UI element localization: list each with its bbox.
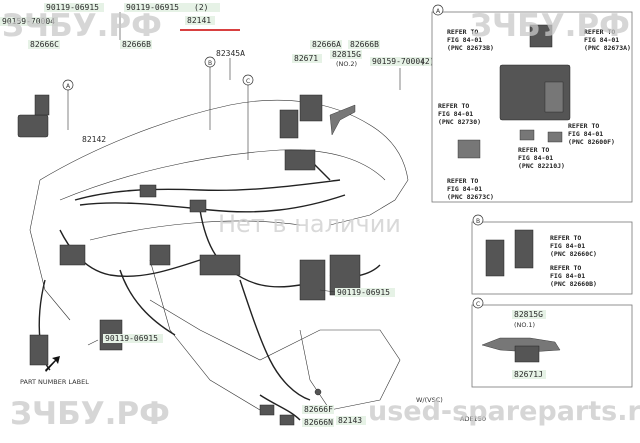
label-part-number-label: PART NUMBER LABEL bbox=[20, 378, 89, 386]
label-90119-low: 90119-06915 bbox=[105, 334, 158, 343]
svg-text:FIG 84-01: FIG 84-01 bbox=[518, 154, 553, 162]
svg-text:(PNC 82673A): (PNC 82673A) bbox=[584, 44, 631, 52]
circle-a: A bbox=[66, 83, 71, 90]
label-82345a: 82345A bbox=[216, 49, 245, 58]
label-90119-top-qty: (2) bbox=[194, 3, 208, 12]
label-82143: 82143 bbox=[338, 416, 362, 425]
label-82666c: 82666C bbox=[30, 40, 59, 49]
part-labels: 90119-06915 90119-06915 (2) 90159-70004 … bbox=[0, 3, 486, 427]
svg-text:A: A bbox=[436, 8, 441, 15]
watermark-center: Нет в наличии bbox=[218, 210, 401, 238]
note-wvsc: W/(VSC) bbox=[416, 396, 443, 404]
svg-text:B: B bbox=[476, 218, 480, 225]
svg-text:(PNC 82730): (PNC 82730) bbox=[438, 118, 481, 126]
svg-text:(PNC 82210J): (PNC 82210J) bbox=[518, 162, 565, 170]
insert-c-82815g: 82815G bbox=[514, 310, 543, 319]
svg-text:REFER TO: REFER TO bbox=[438, 102, 469, 110]
svg-text:(PNC 82660C): (PNC 82660C) bbox=[550, 250, 597, 258]
insert-b: B REFER TO FIG 84-01 (PNC 82660C) REFER … bbox=[471, 214, 633, 295]
label-no2: (NO.2) bbox=[336, 60, 357, 68]
svg-text:(PNC 82600F): (PNC 82600F) bbox=[568, 138, 615, 146]
svg-text:C: C bbox=[476, 301, 480, 308]
svg-text:(PNC 82673C): (PNC 82673C) bbox=[447, 193, 494, 201]
label-82666b: 82666B bbox=[350, 40, 379, 49]
label-82666n: 82666N bbox=[304, 418, 333, 427]
svg-text:REFER TO: REFER TO bbox=[550, 234, 581, 242]
svg-text:FIG 84-01: FIG 84-01 bbox=[568, 130, 603, 138]
svg-text:FIG 84-01: FIG 84-01 bbox=[447, 36, 482, 44]
label-90159-right: 90159-70004 bbox=[372, 57, 425, 66]
svg-text:FIG 84-01: FIG 84-01 bbox=[447, 185, 482, 193]
label-90159-left: 90159-70004 bbox=[2, 17, 55, 26]
dashboard-outline bbox=[29, 99, 409, 411]
label-90119-top: 90119-06915 bbox=[126, 3, 179, 12]
svg-text:(PNC 82673B): (PNC 82673B) bbox=[447, 44, 494, 52]
insert-c-82671j: 82671J bbox=[514, 370, 543, 379]
svg-text:(PNC 82660B): (PNC 82660B) bbox=[550, 280, 597, 288]
label-90119-mid: 90119-06915 bbox=[337, 288, 390, 297]
svg-text:REFER TO: REFER TO bbox=[568, 122, 599, 130]
label-82141: 82141 bbox=[187, 16, 211, 25]
note-ade150: ADE150 bbox=[460, 415, 486, 423]
label-90159-right-qty: (2) bbox=[420, 57, 434, 66]
svg-text:REFER TO: REFER TO bbox=[550, 264, 581, 272]
watermark-bottom-left: ЗЧБУ.РФ bbox=[10, 396, 170, 432]
svg-text:REFER TO: REFER TO bbox=[447, 177, 478, 185]
svg-text:REFER TO: REFER TO bbox=[584, 28, 615, 36]
svg-text:FIG 84-01: FIG 84-01 bbox=[438, 110, 473, 118]
circle-c: C bbox=[246, 78, 250, 85]
watermarks: ЗЧБУ.РФ ЗЧБУ.РФ ЗЧБУ.РФ used-spareparts.… bbox=[2, 8, 640, 432]
svg-text:FIG 84-01: FIG 84-01 bbox=[550, 272, 585, 280]
insert-c: C 82815G (NO.1) 82671J bbox=[471, 297, 633, 388]
watermark-top-right: ЗЧБУ.РФ bbox=[470, 8, 630, 44]
connectors bbox=[17, 94, 361, 426]
label-82666f: 82666F bbox=[304, 405, 333, 414]
watermark-top-left: ЗЧБУ.РФ bbox=[2, 8, 162, 44]
label-82142: 82142 bbox=[82, 135, 106, 144]
arrow-part-label bbox=[45, 356, 60, 372]
insert-a: A REFER TO FIG 84-01 (PNC 82673B) REFER … bbox=[431, 4, 633, 203]
svg-text:REFER TO: REFER TO bbox=[447, 28, 478, 36]
svg-text:(NO.1): (NO.1) bbox=[514, 321, 535, 329]
watermark-bottom-right: used-spareparts.ru bbox=[368, 396, 640, 427]
label-82815g: 82815G bbox=[332, 50, 361, 59]
svg-text:FIG 84-01: FIG 84-01 bbox=[584, 36, 619, 44]
callout-circles: A B C bbox=[62, 12, 401, 346]
circle-b: B bbox=[208, 60, 212, 67]
label-90119-top-left: 90119-06915 bbox=[46, 3, 99, 12]
svg-text:FIG 84-01: FIG 84-01 bbox=[550, 242, 585, 250]
svg-text:REFER TO: REFER TO bbox=[518, 146, 549, 154]
label-82671: 82671 bbox=[294, 54, 318, 63]
label-82666b-left: 82666B bbox=[122, 40, 151, 49]
label-82666a: 82666A bbox=[312, 40, 341, 49]
